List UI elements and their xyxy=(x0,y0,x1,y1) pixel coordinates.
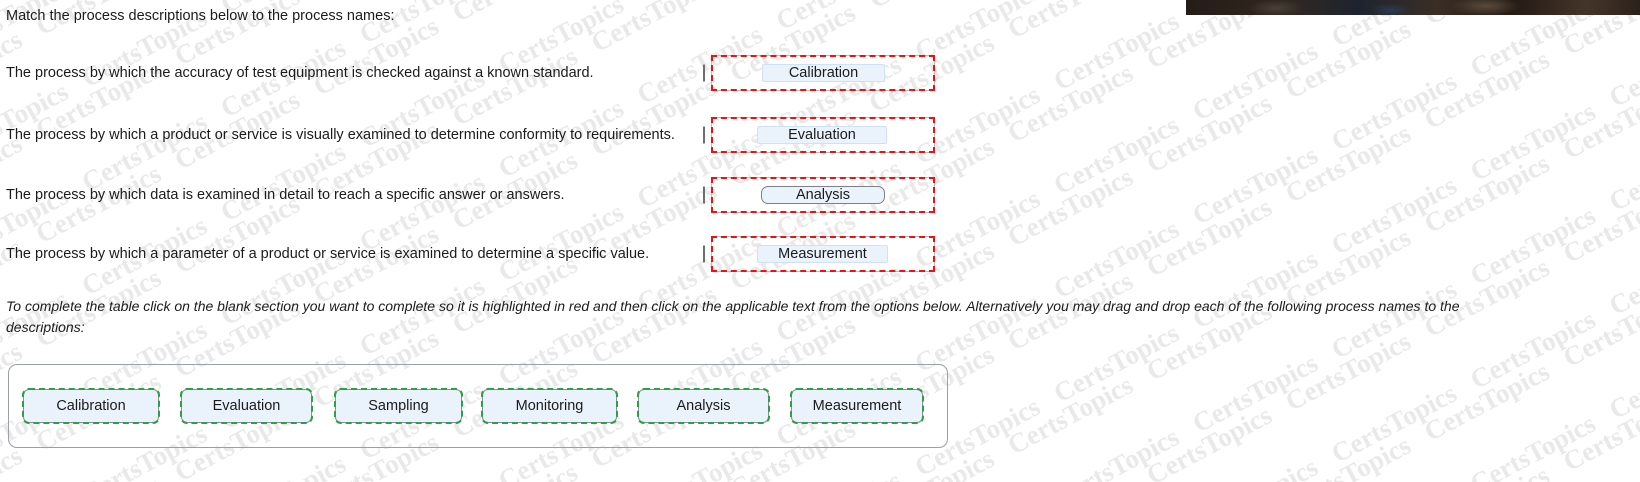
row-description: The process by which data is examined in… xyxy=(6,187,565,203)
answer-dropzone-highlight[interactable] xyxy=(711,117,935,153)
answer-dropzone-highlight[interactable] xyxy=(711,55,935,91)
match-row: The process by which a product or servic… xyxy=(0,113,1640,157)
answer-chip[interactable]: Measurement xyxy=(757,245,888,263)
row-description: The process by which the accuracy of tes… xyxy=(6,65,594,81)
cropped-image-strip xyxy=(1186,0,1640,15)
option-chip[interactable]: Calibration xyxy=(22,388,160,424)
text-cursor-caret xyxy=(703,186,705,204)
match-row: The process by which the accuracy of tes… xyxy=(0,51,1640,95)
text-cursor-caret xyxy=(703,245,705,263)
text-cursor-caret xyxy=(703,126,705,144)
answer-dropzone-highlight[interactable] xyxy=(711,236,935,272)
option-chip[interactable]: Analysis xyxy=(637,388,770,424)
options-panel: Calibration Evaluation Sampling Monitoring A… xyxy=(8,364,948,448)
text-cursor-caret xyxy=(703,64,705,82)
option-chip[interactable]: Monitoring xyxy=(481,388,618,424)
row-description: The process by which a product or servic… xyxy=(6,127,675,143)
answer-chip[interactable]: Calibration xyxy=(762,64,885,82)
question-prompt: Match the process descriptions below to … xyxy=(6,8,395,24)
option-chip[interactable]: Evaluation xyxy=(180,388,313,424)
answer-dropzone-highlight[interactable] xyxy=(711,177,935,213)
match-row: The process by which data is examined in… xyxy=(0,173,1640,217)
answer-chip[interactable]: Evaluation xyxy=(757,126,887,144)
option-chip[interactable]: Measurement xyxy=(790,388,924,424)
answer-chip[interactable]: Analysis xyxy=(761,186,885,204)
row-description: The process by which a parameter of a pr… xyxy=(6,246,650,262)
match-row: The process by which a parameter of a pr… xyxy=(0,232,1640,276)
option-chip[interactable]: Sampling xyxy=(334,388,463,424)
instruction-text: To complete the table click on the blank… xyxy=(6,298,1460,335)
